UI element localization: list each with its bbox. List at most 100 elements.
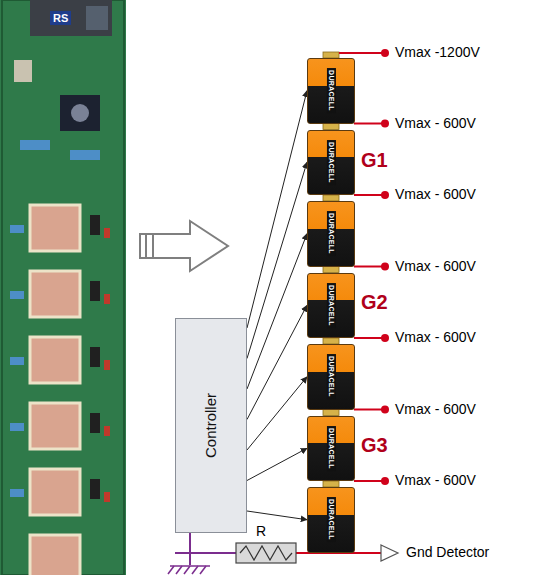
arrow-tail-mark [152,234,154,258]
hollow-arrow [140,221,228,271]
battery-cap [323,410,339,416]
brand-text: DURACELL [327,68,336,113]
tap-dots [381,49,389,485]
pcb-connector-pins [86,6,108,30]
pcb-transistor [90,281,100,301]
control-arrow [247,91,307,328]
voltage-label: Vmax - 600V [395,187,476,202]
pcb-led [104,492,110,502]
pcb-led [104,426,110,436]
ground-hatch [192,566,198,574]
pcb-capacitor [10,489,24,497]
group-label: G3 [361,434,388,456]
ground-symbol [168,566,210,574]
battery-cell: DURACELL [307,273,355,339]
brand-text: DURACELL [327,140,336,185]
tap-line [354,123,385,125]
transformer [30,403,80,449]
battery-cell: DURACELL [307,344,355,410]
ground-hatch [176,566,182,574]
tap-line [339,52,385,54]
ground-hatch [200,566,206,574]
pcb-part [14,60,32,82]
voltage-label: Vmax - 600V [395,259,476,274]
resistor-zigzag [240,546,292,560]
control-arrow [247,162,307,358]
voltage-label: Vmax - 600V [395,402,476,417]
output-arrow-symbol [381,545,398,561]
brand-text: DURACELL [327,211,336,256]
brand-text: DURACELL [327,426,336,471]
battery-cap [323,124,339,130]
pcb-capacitor [10,423,24,431]
tap-line [354,409,385,411]
voltage-label: Vmax - 600V [395,473,476,488]
pcb-connector [30,0,112,36]
pcb-transistor [90,413,100,433]
transformer [30,271,80,317]
box-label: Controller [203,393,220,458]
brand-text: DURACELL [327,283,336,328]
tap-dot [381,334,389,342]
component-label: R [256,524,266,539]
group-label: G2 [361,291,388,313]
ground-wire [189,533,191,565]
tap-dot [381,263,389,271]
pcb-capacitor [10,357,24,365]
transformer [30,469,80,515]
ground-hatch [184,566,190,574]
pcb-transformers [10,205,110,575]
brand-text: DURACELL [327,497,336,542]
control-arrow [247,377,307,450]
tap-line [354,194,385,196]
transformer [30,337,80,383]
battery-cell: DURACELL [307,201,355,267]
tap-dot [381,120,389,128]
control-arrow [247,305,307,419]
pcb-led [104,360,110,370]
transformer [30,535,80,575]
control-arrow [247,448,307,480]
tap-dot [381,49,389,57]
pcb-edge [2,0,124,575]
battery-cell: DURACELL [307,416,355,482]
tap-line [354,266,385,268]
battery-cell: DURACELL [307,58,355,124]
pcb-knob [71,104,89,122]
tap-dot [381,406,389,414]
pcb-board [0,0,126,575]
resistor-symbol [236,543,296,563]
ground-wire [175,552,236,554]
pcb-capacitor [20,140,50,150]
pcb-capacitor [70,150,100,160]
tap-line [354,480,385,482]
group-label: G1 [361,149,388,171]
voltage-label: Vmax - 600V [395,330,476,345]
voltage-label: Vmax -1200V [395,45,480,60]
ground-wiring [175,533,236,565]
battery-cap [323,267,339,273]
pcb-led [104,294,110,304]
battery-cell: DURACELL [307,487,355,553]
pcb-transistor [90,347,100,367]
arrow-tail-mark [145,234,147,258]
brand-text: DURACELL [327,354,336,399]
pcb-chip [60,95,100,131]
ground-hatch [168,566,174,574]
tap-line [354,337,385,339]
pcb-capacitor [10,225,24,233]
pcb-transistor [90,215,100,235]
transformer [30,205,80,251]
pcb-transistor [90,479,100,499]
tap-dot [381,477,389,485]
battery-cell: DURACELL [307,130,355,196]
tap-dot [381,191,389,199]
pcb-led [104,228,110,238]
pcb-capacitor [10,291,24,299]
board-marking: RS [50,11,71,25]
control-arrow [247,234,307,389]
controller-box: Controller [175,318,247,533]
control-arrow [247,511,307,520]
